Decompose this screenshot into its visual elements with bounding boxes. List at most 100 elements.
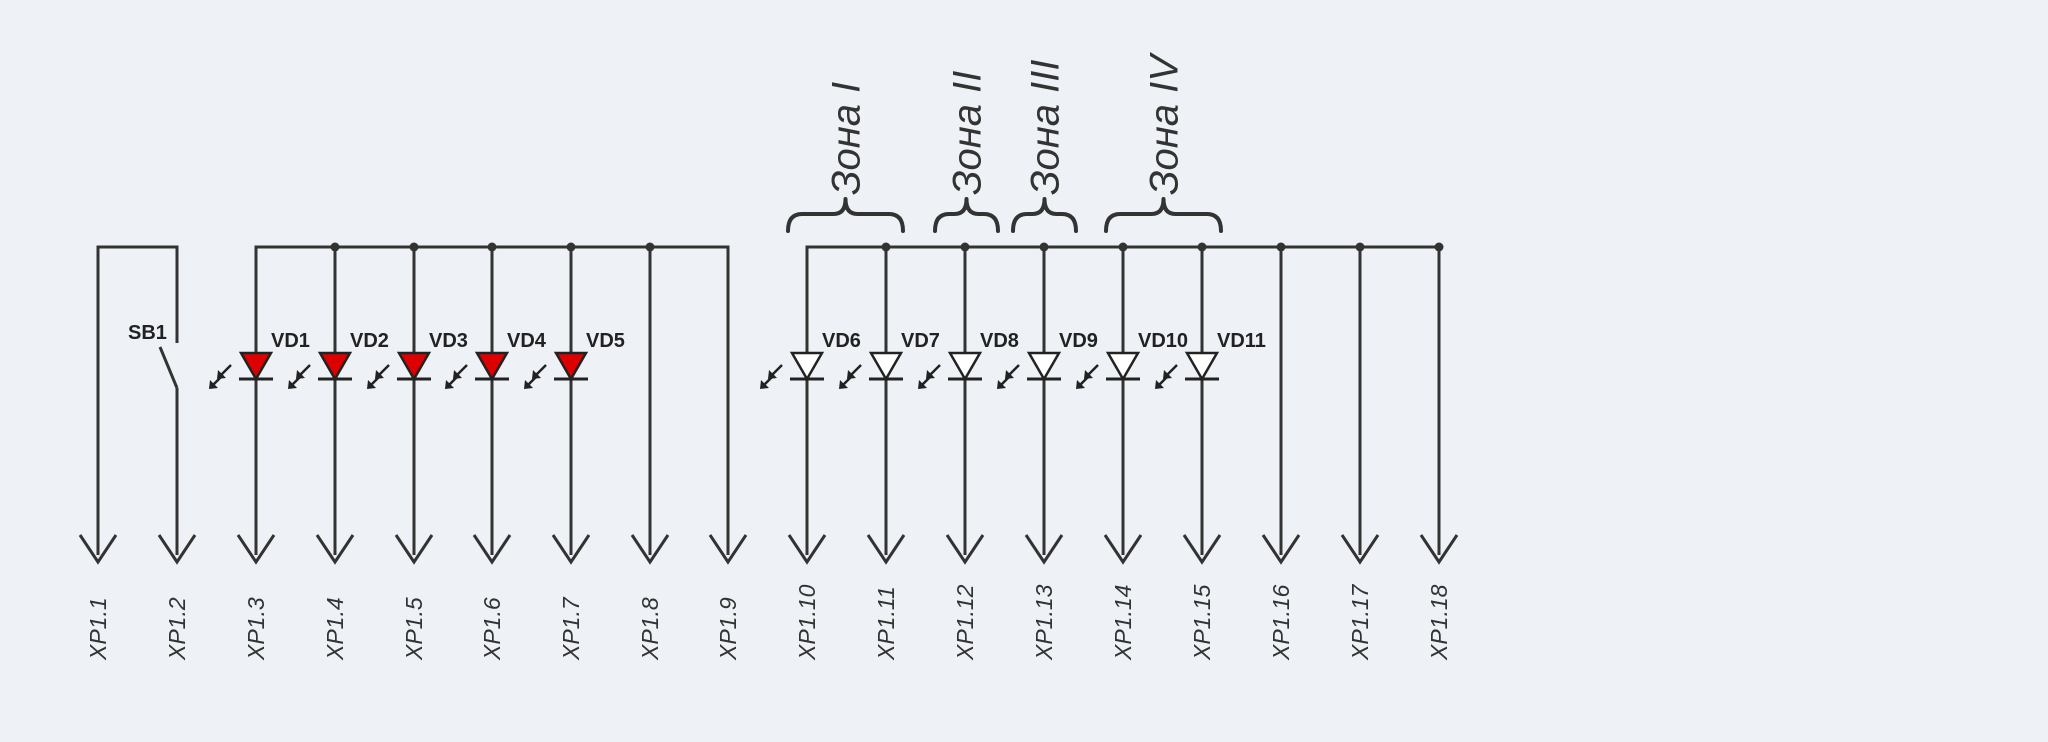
light-ray-head	[217, 370, 226, 379]
led-body	[947, 351, 983, 382]
led-label: VD8	[980, 330, 1019, 352]
light-ray-head	[209, 380, 218, 389]
pin-label: XP1.16	[1268, 584, 1294, 661]
led-label: VD1	[271, 330, 310, 352]
connector-arrow	[78, 534, 118, 565]
zone-brace	[1011, 197, 1078, 233]
led-body	[1026, 351, 1062, 382]
pin-label: XP1.15	[1189, 584, 1215, 661]
light-ray-head	[375, 370, 384, 379]
led-vd5: VD5	[524, 330, 625, 389]
connector-arrows	[78, 534, 1459, 565]
connector-arrow	[236, 534, 276, 565]
pin-label: XP1.11	[873, 586, 899, 661]
led-body	[868, 351, 904, 382]
led-vd6: VD6	[760, 330, 861, 389]
junction-dot	[487, 242, 497, 252]
light-ray-head	[839, 380, 848, 389]
light-ray-head	[1163, 370, 1172, 379]
zone-1: Зона I	[786, 82, 905, 233]
pin-label: XP1.17	[1347, 583, 1373, 661]
connector-arrow	[1103, 534, 1143, 565]
zone-label: Зона II	[946, 71, 990, 195]
zone-3: Зона III	[1011, 59, 1078, 233]
light-ray-head	[1076, 380, 1085, 389]
led-body	[553, 351, 589, 382]
led-vd9: VD9	[997, 330, 1098, 389]
junction-dot	[1039, 242, 1049, 252]
junction-dot	[960, 242, 970, 252]
zone-label: Зона I	[825, 82, 869, 195]
junction-dot	[409, 242, 419, 252]
pin-label: XP1.18	[1426, 584, 1452, 661]
pin-label: XP1.9	[715, 597, 741, 661]
zone-label: Зона III	[1024, 59, 1068, 195]
pin-label: XP1.8	[637, 597, 663, 661]
light-ray-head	[288, 380, 297, 389]
led-vd3: VD3	[367, 330, 468, 389]
zone-label: Зона IV	[1143, 52, 1187, 195]
led-vd10: VD10	[1076, 330, 1188, 389]
light-ray-head	[760, 380, 769, 389]
connector-arrow	[708, 534, 748, 565]
light-ray-head	[847, 370, 856, 379]
vertical-wires	[254, 247, 1362, 555]
led-vd7: VD7	[839, 330, 940, 389]
led-body	[1184, 351, 1220, 382]
connector-arrow	[1024, 534, 1064, 565]
pin-label: XP1.14	[1110, 585, 1136, 661]
junction-dot	[330, 242, 340, 252]
connector-arrow	[551, 534, 591, 565]
switch-label: SB1	[128, 322, 167, 344]
connector-arrow	[315, 534, 355, 565]
zone-4: Зона IV	[1104, 52, 1223, 233]
junction-dot	[1197, 242, 1207, 252]
led-body	[396, 351, 432, 382]
light-ray-head	[445, 380, 454, 389]
switch-sb1: SB1	[96, 245, 179, 555]
pin-label: XP1.13	[1031, 584, 1057, 661]
light-ray-head	[1155, 380, 1164, 389]
light-ray-head	[524, 380, 533, 389]
light-ray-head	[453, 370, 462, 379]
pin-label: XP1.7	[558, 596, 584, 661]
junction-dot	[645, 242, 655, 252]
led-label: VD9	[1059, 330, 1098, 352]
zone-brace	[933, 197, 1000, 233]
led-label: VD7	[901, 330, 940, 352]
led-label: VD11	[1217, 330, 1266, 352]
pin-label: XP1.4	[322, 597, 348, 661]
connector-arrow	[787, 534, 827, 565]
led-body	[317, 351, 353, 382]
led-vd11: VD11	[1155, 330, 1266, 389]
led-label: VD4	[507, 330, 547, 352]
junction-dot	[1118, 242, 1128, 252]
led-label: VD3	[429, 330, 468, 352]
light-ray-head	[1005, 370, 1014, 379]
pin-label: XP1.1	[85, 597, 111, 661]
led-label: VD5	[586, 330, 625, 352]
light-ray-head	[1084, 370, 1093, 379]
zone-brace	[786, 197, 905, 233]
light-ray-head	[918, 380, 927, 389]
pin-label: XP1.6	[479, 597, 505, 661]
pin-label: XP1.3	[243, 597, 269, 661]
zone-groups: Зона I Зона II Зона III Зона IV	[786, 52, 1223, 233]
connector-arrow	[1340, 534, 1380, 565]
led-vd4: VD4	[445, 330, 547, 389]
pin-label: XP1.5	[401, 597, 427, 661]
junction-dot	[881, 242, 891, 252]
light-ray-head	[768, 370, 777, 379]
connector-arrow	[945, 534, 985, 565]
light-ray-head	[997, 380, 1006, 389]
light-ray-head	[926, 370, 935, 379]
led-body	[474, 351, 510, 382]
junction-dots	[330, 242, 1444, 252]
led-label: VD10	[1138, 330, 1188, 352]
light-ray-head	[296, 370, 305, 379]
connector-arrow	[394, 534, 434, 565]
led-body	[789, 351, 825, 382]
